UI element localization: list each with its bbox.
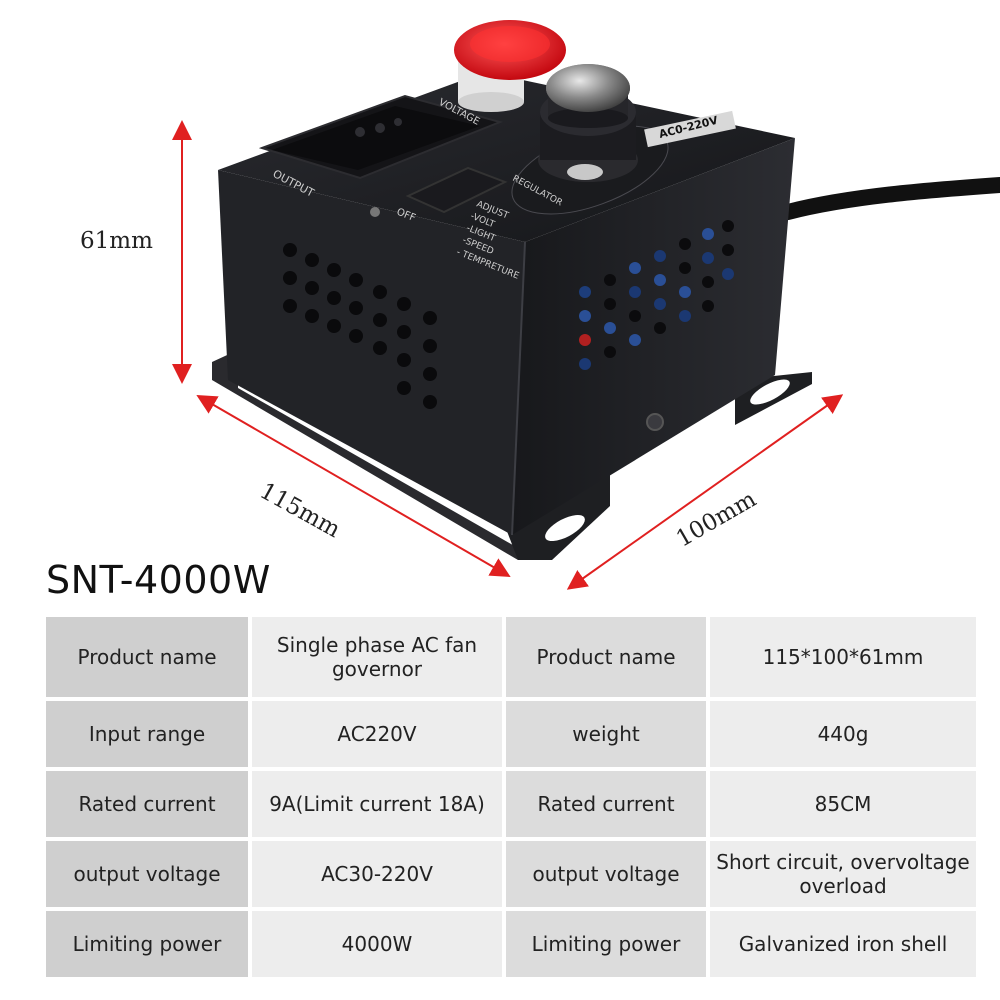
spec-label: output voltage [46, 841, 252, 911]
fuse-holder [646, 413, 664, 431]
spec-value: 85CM [710, 771, 980, 841]
height-dimension-label: 61mm [80, 228, 153, 254]
table-row: Product name Single phase AC fan governo… [46, 617, 980, 701]
housing-left-face [218, 170, 525, 535]
range-label-plate [644, 110, 736, 148]
spec-value: AC30-220V [252, 841, 506, 911]
vent-holes-right [579, 220, 734, 370]
spec-value: Galvanized iron shell [710, 911, 980, 981]
specifications-table: Product name Single phase AC fan governo… [46, 617, 980, 981]
width-arrow [196, 394, 511, 578]
depth-arrow [566, 394, 844, 590]
spec-label: output voltage [506, 841, 710, 911]
housing-top [218, 72, 795, 242]
spec-label: Rated current [506, 771, 710, 841]
spec-value: Short circuit, overvoltage overload [710, 841, 980, 911]
power-cable [780, 177, 1000, 220]
spec-label: Limiting power [46, 911, 252, 981]
spec-value: 440g [710, 701, 980, 771]
spec-label: Product name [506, 617, 710, 701]
table-row: Input range AC220V weight 440g [46, 701, 980, 771]
table-row: Limiting power 4000W Limiting power Galv… [46, 911, 980, 981]
vent-holes-left [283, 243, 437, 409]
spec-label: Product name [46, 617, 252, 701]
voltage-regulator-illustration: VOLTAGE OUTPUT OFF REGULATOR AC0-220V AD… [172, 20, 1000, 590]
power-switch [405, 166, 508, 214]
table-row: Rated current 9A(Limit current 18A) Rate… [46, 771, 980, 841]
mounting-flange-bottom [505, 474, 610, 560]
toggle-screw-icon [370, 207, 380, 217]
housing-right-face [512, 138, 795, 535]
spec-label: Rated current [46, 771, 252, 841]
spec-value: Single phase AC fan governor [252, 617, 506, 701]
model-title: SNT-4000W [46, 558, 271, 602]
mounting-flange-left [212, 350, 518, 560]
spec-label: weight [506, 701, 710, 771]
spec-value: 115*100*61mm [710, 617, 980, 701]
product-photo: VOLTAGE OUTPUT OFF REGULATOR AC0-220V AD… [80, 20, 1000, 590]
spec-label: Input range [46, 701, 252, 771]
spec-value: 4000W [252, 911, 506, 981]
spec-label: Limiting power [506, 911, 710, 981]
spec-value: AC220V [252, 701, 506, 771]
spec-value: 9A(Limit current 18A) [252, 771, 506, 841]
table-row: output voltage AC30-220V output voltage … [46, 841, 980, 911]
